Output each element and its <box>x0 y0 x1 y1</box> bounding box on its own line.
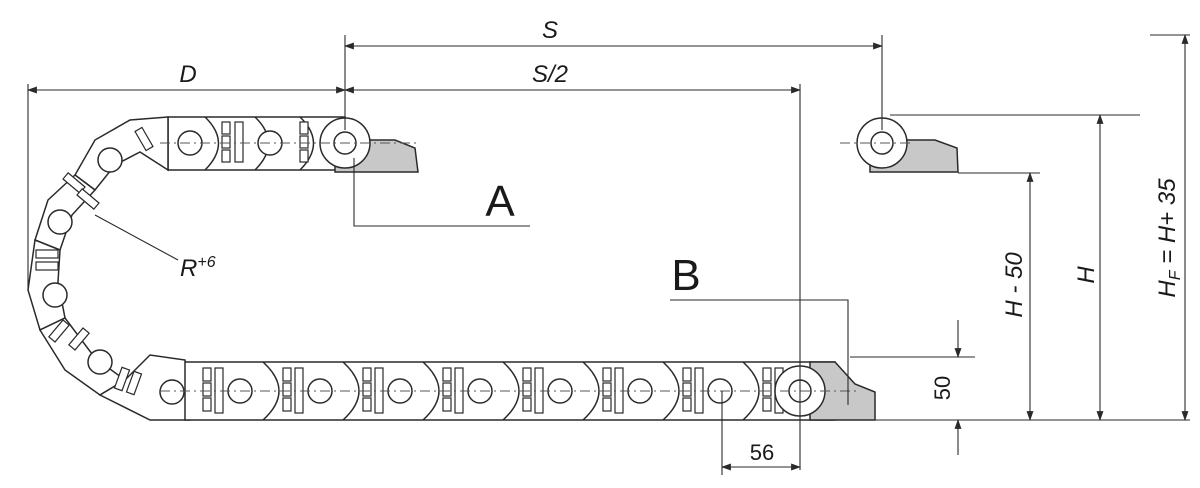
link-slot <box>202 397 212 412</box>
link-joint <box>742 361 760 421</box>
link-slot <box>282 367 292 382</box>
label-hf: HF = H+ 35 <box>1154 178 1184 298</box>
link-slot <box>202 367 212 382</box>
link-slot <box>762 382 772 397</box>
link-slot <box>202 382 212 397</box>
link-slot <box>602 382 612 397</box>
label-a: A <box>485 177 515 226</box>
label-b: B <box>671 251 700 300</box>
label-radius: R+6 <box>180 254 216 282</box>
bend-section <box>27 116 191 421</box>
leader-b <box>670 299 849 405</box>
link-slot <box>522 367 532 382</box>
link-slot <box>522 382 532 397</box>
link-joint <box>342 361 360 421</box>
link-slot <box>442 397 452 412</box>
link-slot <box>362 367 372 382</box>
link-slot <box>762 397 772 412</box>
cable-chain <box>27 116 959 421</box>
link-slot <box>442 382 452 397</box>
link-joint <box>662 361 680 421</box>
label-h: H <box>1073 266 1100 284</box>
link-joint <box>502 361 520 421</box>
label-56: 56 <box>750 440 774 465</box>
label-s-half: S/2 <box>532 61 568 88</box>
fixed-end-bracket-a <box>319 117 419 173</box>
label-d: D <box>179 61 196 88</box>
labels: S D S/2 A B R+6 50 H - 50 H HF = H+ 35 5… <box>179 17 1184 465</box>
label-50: 50 <box>930 376 955 400</box>
link-slot <box>602 397 612 412</box>
leader-radius <box>94 214 179 261</box>
link-slot <box>762 367 772 382</box>
link-joint <box>582 361 600 421</box>
link-slot <box>442 367 452 382</box>
link-slot <box>602 367 612 382</box>
link-slot <box>362 397 372 412</box>
label-s: S <box>542 17 558 44</box>
link-joint <box>262 361 280 421</box>
link-slot <box>682 367 692 382</box>
link-slot <box>682 382 692 397</box>
link-slot <box>522 397 532 412</box>
moving-end-bracket <box>856 117 959 173</box>
link-slot <box>282 397 292 412</box>
dimension-lines <box>27 34 1190 475</box>
link-slot <box>682 397 692 412</box>
leader-a <box>353 158 530 227</box>
link-slot <box>282 382 292 397</box>
link-slot <box>362 382 372 397</box>
link-joint <box>422 361 440 421</box>
label-h-minus-50: H - 50 <box>1001 252 1028 318</box>
